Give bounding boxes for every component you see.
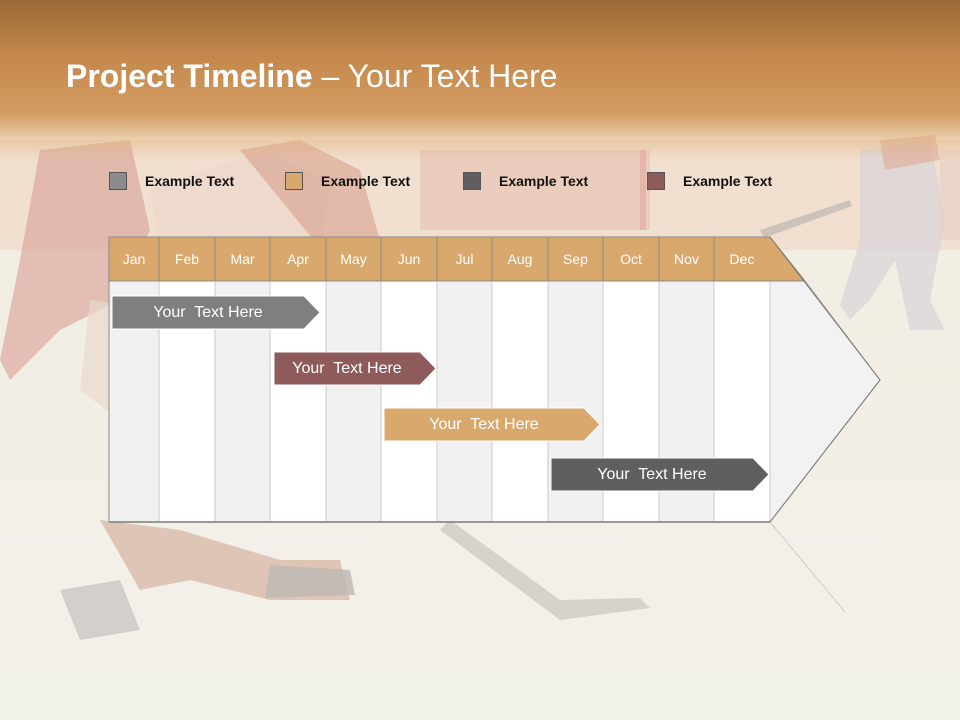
title-subtitle: – Your Text Here xyxy=(312,58,558,94)
month-label-aug: Aug xyxy=(507,251,533,267)
page-title: Project Timeline – Your Text Here xyxy=(66,58,558,95)
month-label-jun: Jun xyxy=(397,251,421,267)
title-bold: Project Timeline xyxy=(66,58,313,94)
month-label-feb: Feb xyxy=(174,251,200,267)
month-label-sep: Sep xyxy=(563,251,588,267)
month-label-oct: Oct xyxy=(620,251,642,267)
task-label: Your Text Here xyxy=(429,416,539,433)
legend-swatch xyxy=(285,172,303,190)
month-label-mar: Mar xyxy=(230,251,255,267)
month-label-apr: Apr xyxy=(287,251,309,267)
task-label: Your Text Here xyxy=(153,304,263,321)
legend-label: Example Text xyxy=(683,173,773,189)
legend-swatch xyxy=(463,172,481,190)
legend-label: Example Text xyxy=(499,173,589,189)
legend-label: Example Text xyxy=(321,173,411,189)
legend-item: Example Text xyxy=(463,170,588,192)
title-band xyxy=(0,0,960,160)
legend-swatch xyxy=(109,172,127,190)
task-label: Your Text Here xyxy=(292,360,402,377)
legend-item: Example Text xyxy=(647,170,772,192)
legend-item: Example Text xyxy=(109,170,234,192)
month-label-jul: Jul xyxy=(455,251,474,267)
legend-item: Example Text xyxy=(285,170,410,192)
month-label-dec: Dec xyxy=(729,251,755,267)
month-label-jan: Jan xyxy=(122,251,146,267)
legend-swatch xyxy=(647,172,665,190)
legend-label: Example Text xyxy=(145,173,235,189)
task-label: Your Text Here xyxy=(597,466,707,483)
month-label-nov: Nov xyxy=(674,251,699,267)
month-label-may: May xyxy=(340,251,367,267)
